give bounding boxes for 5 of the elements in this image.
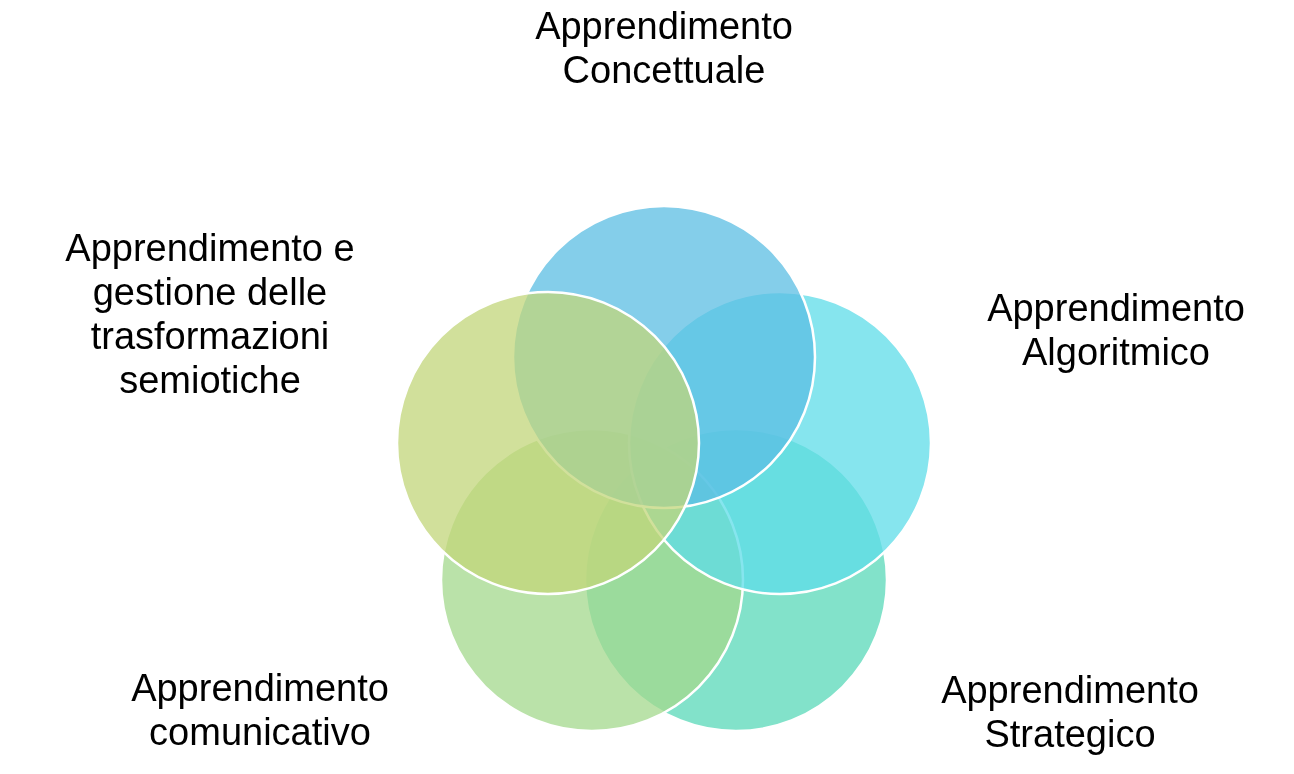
- circle-label: Apprendimento Concettuale: [534, 4, 794, 92]
- circle-label: Apprendimento e gestione delle trasformazioni semiotiche: [64, 226, 356, 402]
- circle-label: Apprendimento Algoritmico: [986, 286, 1246, 374]
- circle-label: Apprendimento comunicativo: [130, 666, 390, 754]
- circle-label: Apprendimento Strategico: [940, 668, 1200, 756]
